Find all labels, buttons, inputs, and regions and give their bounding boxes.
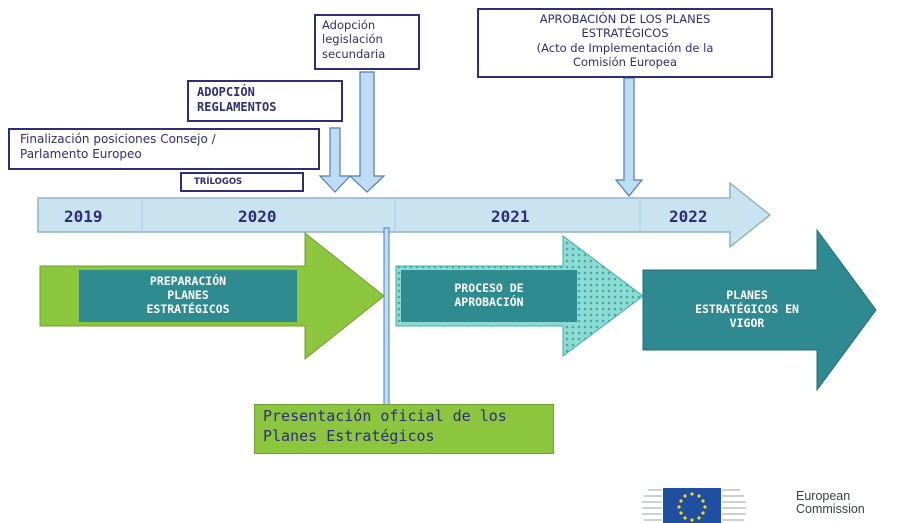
eu-commission-logo: European Commission bbox=[796, 489, 896, 517]
callout-adopcion-reglamentos: ADOPCIÓN REGLAMENTOS bbox=[187, 80, 343, 122]
down-arrow-aprobacion bbox=[614, 77, 644, 197]
callout-finalizacion-posiciones: Finalización posiciones Consejo / Parlam… bbox=[8, 128, 320, 170]
arrow-vigor bbox=[642, 228, 877, 392]
phase-vigor: PLANES ESTRATÉGICOS EN VIGOR bbox=[695, 288, 799, 330]
callout-trilogos: TRÍLOGOS bbox=[180, 172, 304, 192]
timeline-arrow bbox=[37, 181, 772, 249]
phase-preparacion: PREPARACIÓN PLANES ESTRATÉGICOS bbox=[79, 270, 297, 322]
year-2020: 2020 bbox=[238, 207, 277, 226]
callout-adopcion-legislacion: Adopción legislación secundaria bbox=[314, 14, 420, 70]
eu-flag-icon bbox=[663, 488, 721, 523]
callout-aprobacion-planes: APROBACIÓN DE LOS PLANES ESTRATÉGICOS (A… bbox=[477, 8, 773, 78]
down-arrow-reglamentos bbox=[318, 127, 352, 193]
logo-line-2: Commission bbox=[796, 502, 865, 517]
year-2019: 2019 bbox=[64, 207, 103, 226]
year-2022: 2022 bbox=[669, 207, 708, 226]
building-lines-icon bbox=[642, 489, 746, 521]
presentacion-oficial-box: Presentación oficial de los Planes Estra… bbox=[254, 404, 554, 454]
phase-proceso: PROCESO DE APROBACIÓN bbox=[401, 270, 577, 322]
presentacion-line bbox=[383, 227, 390, 407]
down-arrow-legislacion bbox=[348, 71, 386, 193]
logo-line-1: European bbox=[796, 489, 851, 503]
year-2021: 2021 bbox=[491, 207, 530, 226]
